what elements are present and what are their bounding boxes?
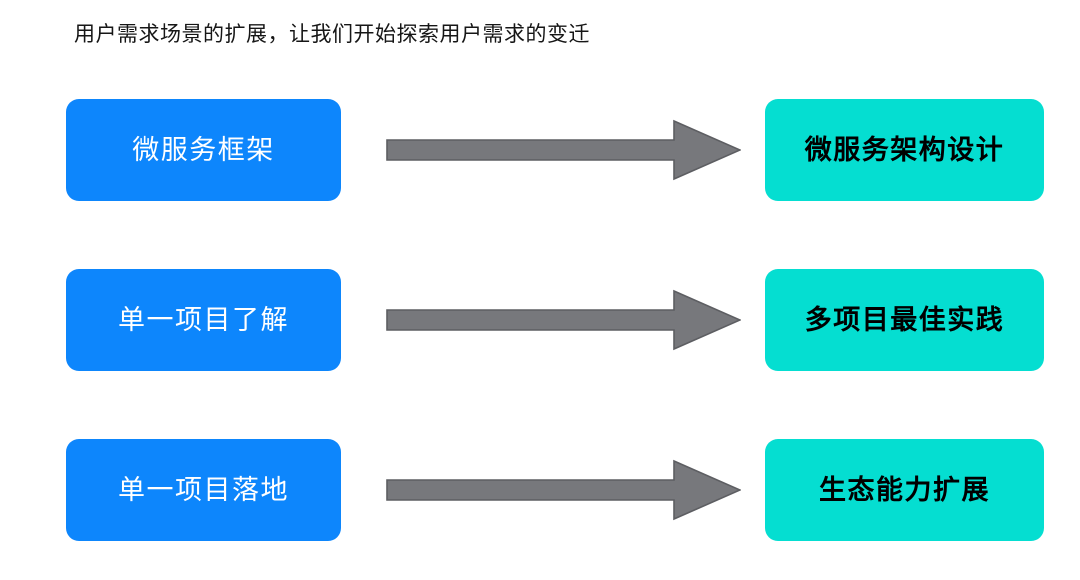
transition-row: 单一项目落地 生态能力扩展: [0, 439, 1080, 541]
target-box-label: 生态能力扩展: [819, 474, 990, 505]
target-box[interactable]: 多项目最佳实践: [765, 269, 1044, 371]
target-box[interactable]: 微服务架构设计: [765, 99, 1044, 201]
target-box-label: 微服务架构设计: [804, 134, 1005, 165]
source-box-label: 单一项目落地: [118, 474, 289, 505]
source-box[interactable]: 单一项目落地: [66, 439, 341, 541]
source-box-label: 单一项目了解: [118, 304, 289, 335]
target-box-label: 多项目最佳实践: [804, 304, 1005, 335]
source-box[interactable]: 单一项目了解: [66, 269, 341, 371]
source-box[interactable]: 微服务框架: [66, 99, 341, 201]
right-arrow-icon: [386, 457, 741, 523]
source-box-label: 微服务框架: [132, 134, 275, 165]
right-arrow-icon: [386, 117, 741, 183]
transition-row: 单一项目了解 多项目最佳实践: [0, 269, 1080, 371]
target-box[interactable]: 生态能力扩展: [765, 439, 1044, 541]
right-arrow-icon: [386, 287, 741, 353]
page-title: 用户需求场景的扩展，让我们开始探索用户需求的变迁: [74, 23, 590, 46]
transition-row: 微服务框架 微服务架构设计: [0, 99, 1080, 201]
